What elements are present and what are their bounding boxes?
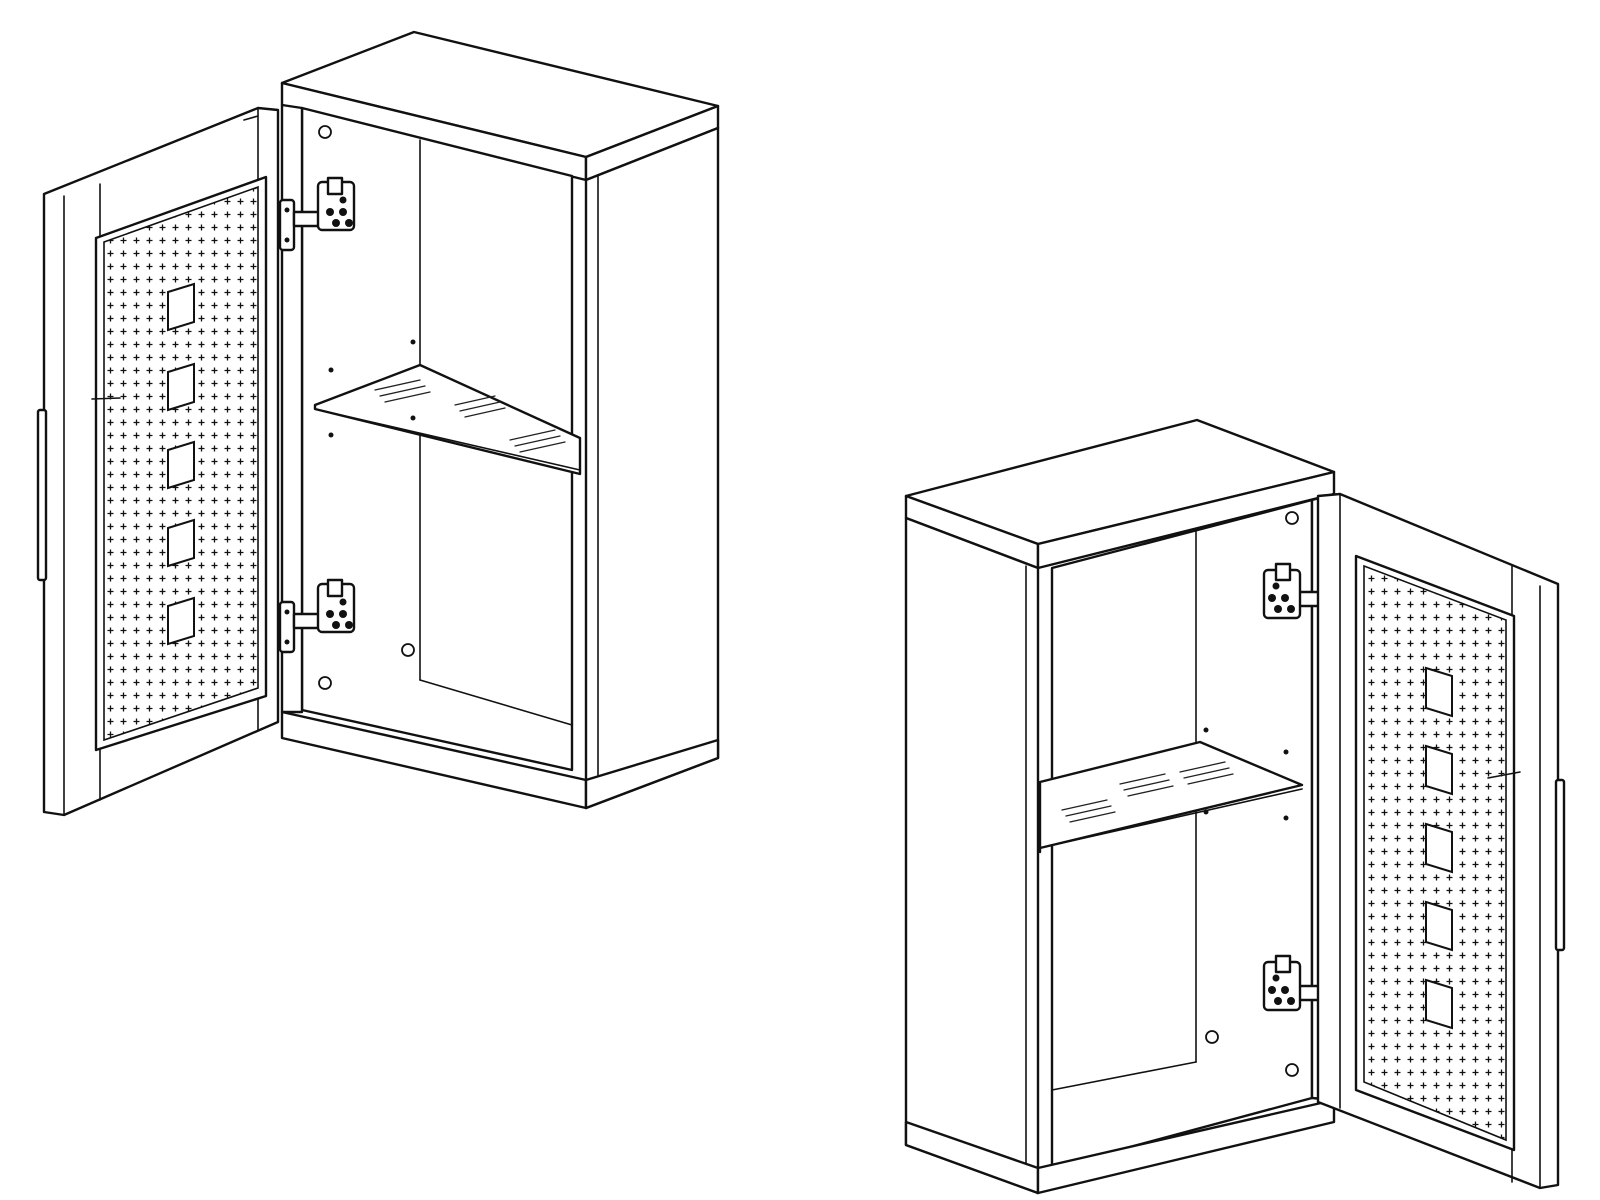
door-panel [1316,492,1566,1190]
hinge-icon [278,578,356,654]
hole-icon [1285,511,1299,525]
door-handle [1554,778,1566,952]
hole-icon [318,125,332,139]
cabinet-door-open-right [904,418,1566,1195]
door-panel [36,106,280,817]
hole-icon [401,643,415,657]
glass-reflection-marks [1061,761,1234,823]
hole-icon [318,676,332,690]
hole-icon [1285,1063,1299,1077]
cabinet-door-open-left [36,30,720,817]
hinge-icon [278,176,356,252]
door-handle [36,408,48,582]
hole-icon [1205,1030,1219,1044]
glass-reflection-marks [374,379,566,453]
